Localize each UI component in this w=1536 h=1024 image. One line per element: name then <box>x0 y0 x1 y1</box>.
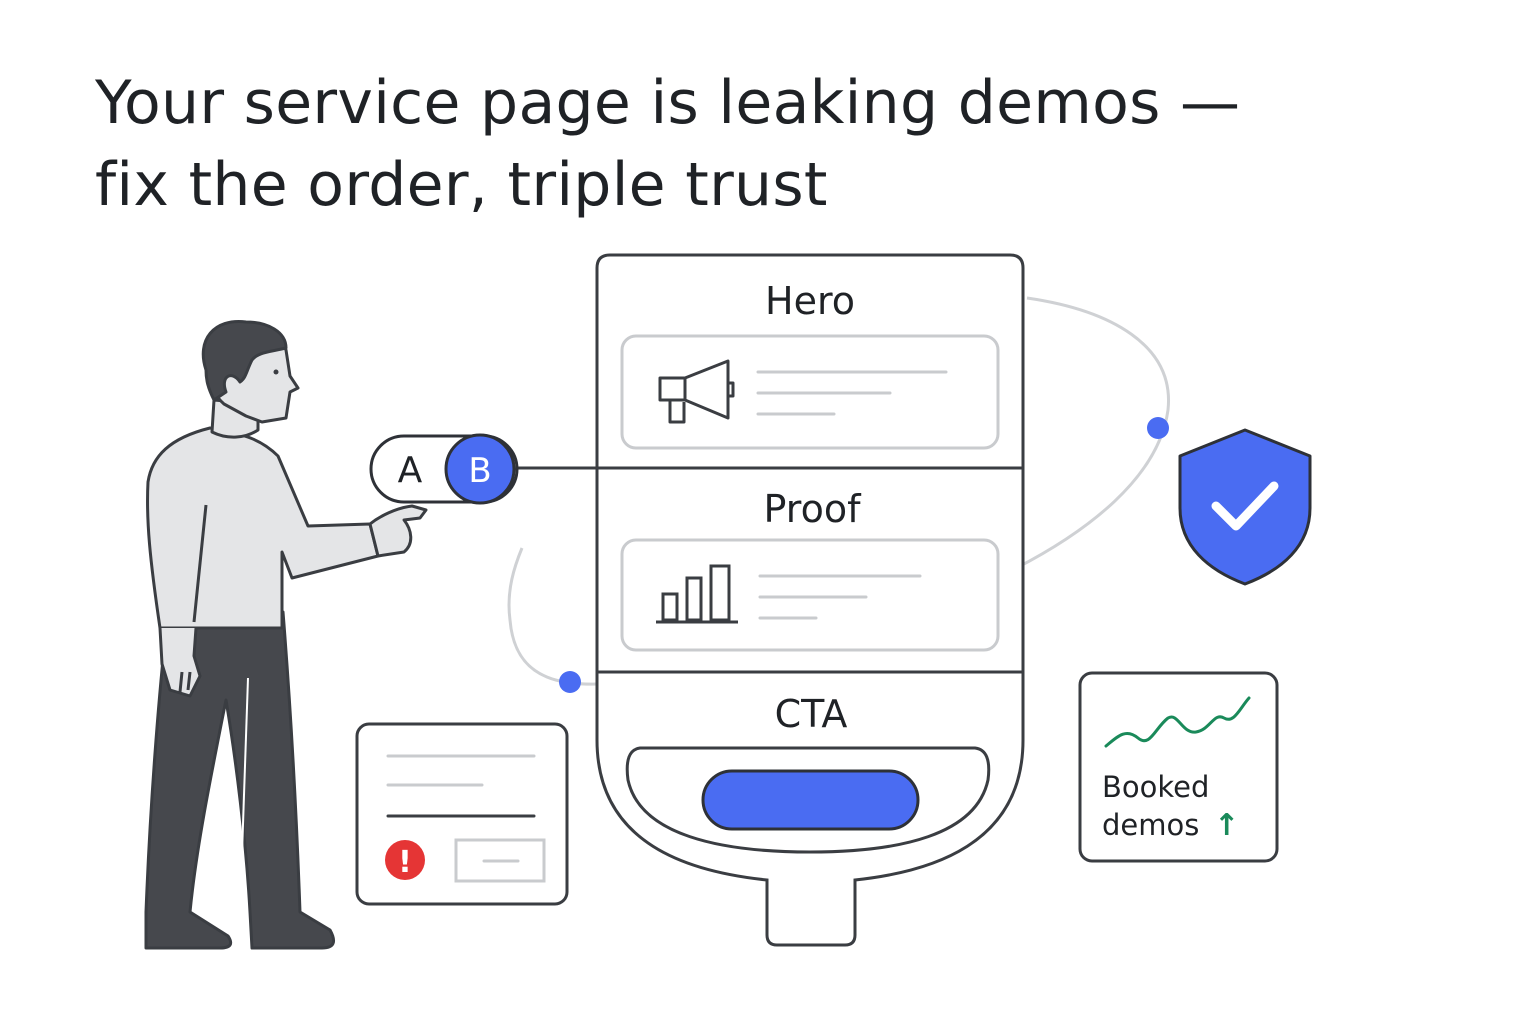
megaphone-icon <box>658 359 735 424</box>
toggle-option-a[interactable]: A <box>398 450 423 491</box>
section-label-hero: Hero <box>765 279 855 323</box>
booked-demos-card: Booked demos ↑ <box>1078 671 1279 863</box>
error-form-card: ! <box>355 722 569 906</box>
bar-chart-icon <box>656 564 738 624</box>
alert-icon: ! <box>385 840 425 880</box>
trend-line <box>1104 696 1251 748</box>
toggle-option-b[interactable]: B <box>468 451 491 491</box>
headline-line-1: Your service page is leaking demos — <box>95 68 1241 138</box>
orbit-dot-left <box>559 671 581 693</box>
orbit-dot-right <box>1147 417 1169 439</box>
section-hero: Hero <box>620 279 1000 450</box>
section-proof: Proof <box>620 487 1000 652</box>
section-cta: CTA <box>625 692 991 854</box>
shield-check-icon <box>1178 428 1312 586</box>
toggle-option-b-knob[interactable] <box>444 433 516 505</box>
metric-label-line-2: demos <box>1102 808 1199 842</box>
headline-line-2: fix the order, triple trust <box>95 150 828 220</box>
person-figure <box>144 320 428 950</box>
trend-up-arrow-icon: ↑ <box>1214 808 1239 843</box>
alert-glyph: ! <box>398 845 412 880</box>
cta-button[interactable] <box>701 769 920 831</box>
section-label-proof: Proof <box>764 487 863 531</box>
ab-toggle[interactable]: A B <box>369 433 519 505</box>
headline: Your service page is leaking demos — fix… <box>95 62 1395 226</box>
section-label-cta: CTA <box>775 692 848 736</box>
metric-label-line-1: Booked <box>1102 770 1209 804</box>
